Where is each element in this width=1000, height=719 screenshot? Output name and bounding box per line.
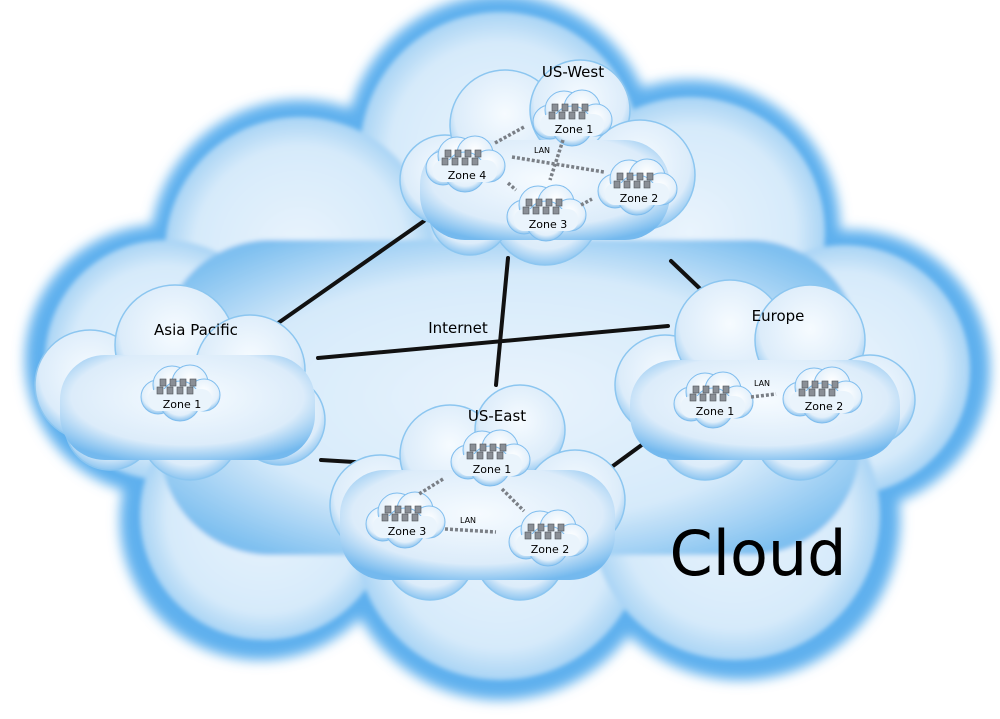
region-label-europe: Europe: [752, 307, 805, 325]
server-rack-icon: [798, 380, 839, 397]
server-rack-icon: [381, 505, 422, 522]
server-rack-icon: [441, 149, 482, 166]
lan-label-us-west: LAN: [534, 146, 550, 155]
lan-useast-z3-z2: [444, 527, 497, 534]
zone-label: Zone 4: [448, 169, 487, 182]
zone-europe-1: Zone 1: [673, 371, 754, 429]
lan-label-us-east: LAN: [460, 516, 476, 525]
zone-us-east-2: Zone 2: [508, 509, 589, 567]
zone-us-east-3: Zone 3: [365, 491, 446, 549]
zone-label: Zone 3: [529, 218, 568, 231]
link-uswest-asiapacific: [269, 219, 426, 330]
lan-uswest-z4-z2: [511, 155, 605, 174]
server-rack-icon: [613, 172, 654, 189]
lan-links: [418, 125, 777, 534]
region-label-us-east: US-East: [468, 407, 526, 425]
zone-label: Zone 2: [805, 400, 844, 413]
server-rack-icon: [689, 385, 730, 402]
region-label-asia-pacific: Asia Pacific: [154, 321, 238, 339]
lan-europe-z1-z2: [750, 392, 777, 399]
lan-useast-z1-z2: [500, 487, 526, 513]
zone-label: Zone 1: [163, 398, 202, 411]
region-label-us-west: US-West: [542, 63, 604, 81]
zone-us-west-1: Zone 1: [532, 89, 613, 147]
zone-label: Zone 1: [473, 463, 512, 476]
zone-label: Zone 1: [555, 123, 594, 136]
server-rack-icon: [548, 103, 589, 120]
zone-label: Zone 2: [620, 192, 659, 205]
internet-links: [269, 219, 718, 476]
server-rack-icon: [524, 523, 565, 540]
link-asiapacific-europe: [316, 324, 670, 360]
zone-asia-pacific-1: Zone 1: [140, 364, 221, 422]
zone-us-west-4: Zone 4: [425, 135, 506, 193]
lan-label-europe: LAN: [754, 379, 770, 388]
zone-label: Zone 1: [696, 405, 735, 418]
server-rack-icon: [466, 443, 507, 460]
lan-uswest-z4-z1: [494, 125, 525, 145]
zone-label: Zone 3: [388, 525, 427, 538]
link-uswest-useast: [494, 256, 510, 387]
zones-layer: Zone 1 Zone 2 Zone 3 Zone 4 Zone 1 Zone 1 Zone…: [140, 89, 863, 567]
internet-label: Internet: [428, 319, 488, 337]
lan-uswest-z4-z3: [506, 181, 518, 192]
zone-us-west-2: Zone 2: [597, 158, 678, 216]
zone-label: Zone 2: [531, 543, 570, 556]
server-rack-icon: [522, 198, 563, 215]
zone-europe-2: Zone 2: [782, 366, 863, 424]
zone-us-east-1: Zone 1: [450, 429, 531, 487]
server-rack-icon: [156, 378, 197, 395]
lan-uswest-z3-z2: [580, 197, 593, 207]
cloud-title: Cloud: [669, 517, 846, 590]
lan-uswest-z1-z3: [548, 139, 565, 181]
zone-us-west-3: Zone 3: [506, 184, 587, 242]
